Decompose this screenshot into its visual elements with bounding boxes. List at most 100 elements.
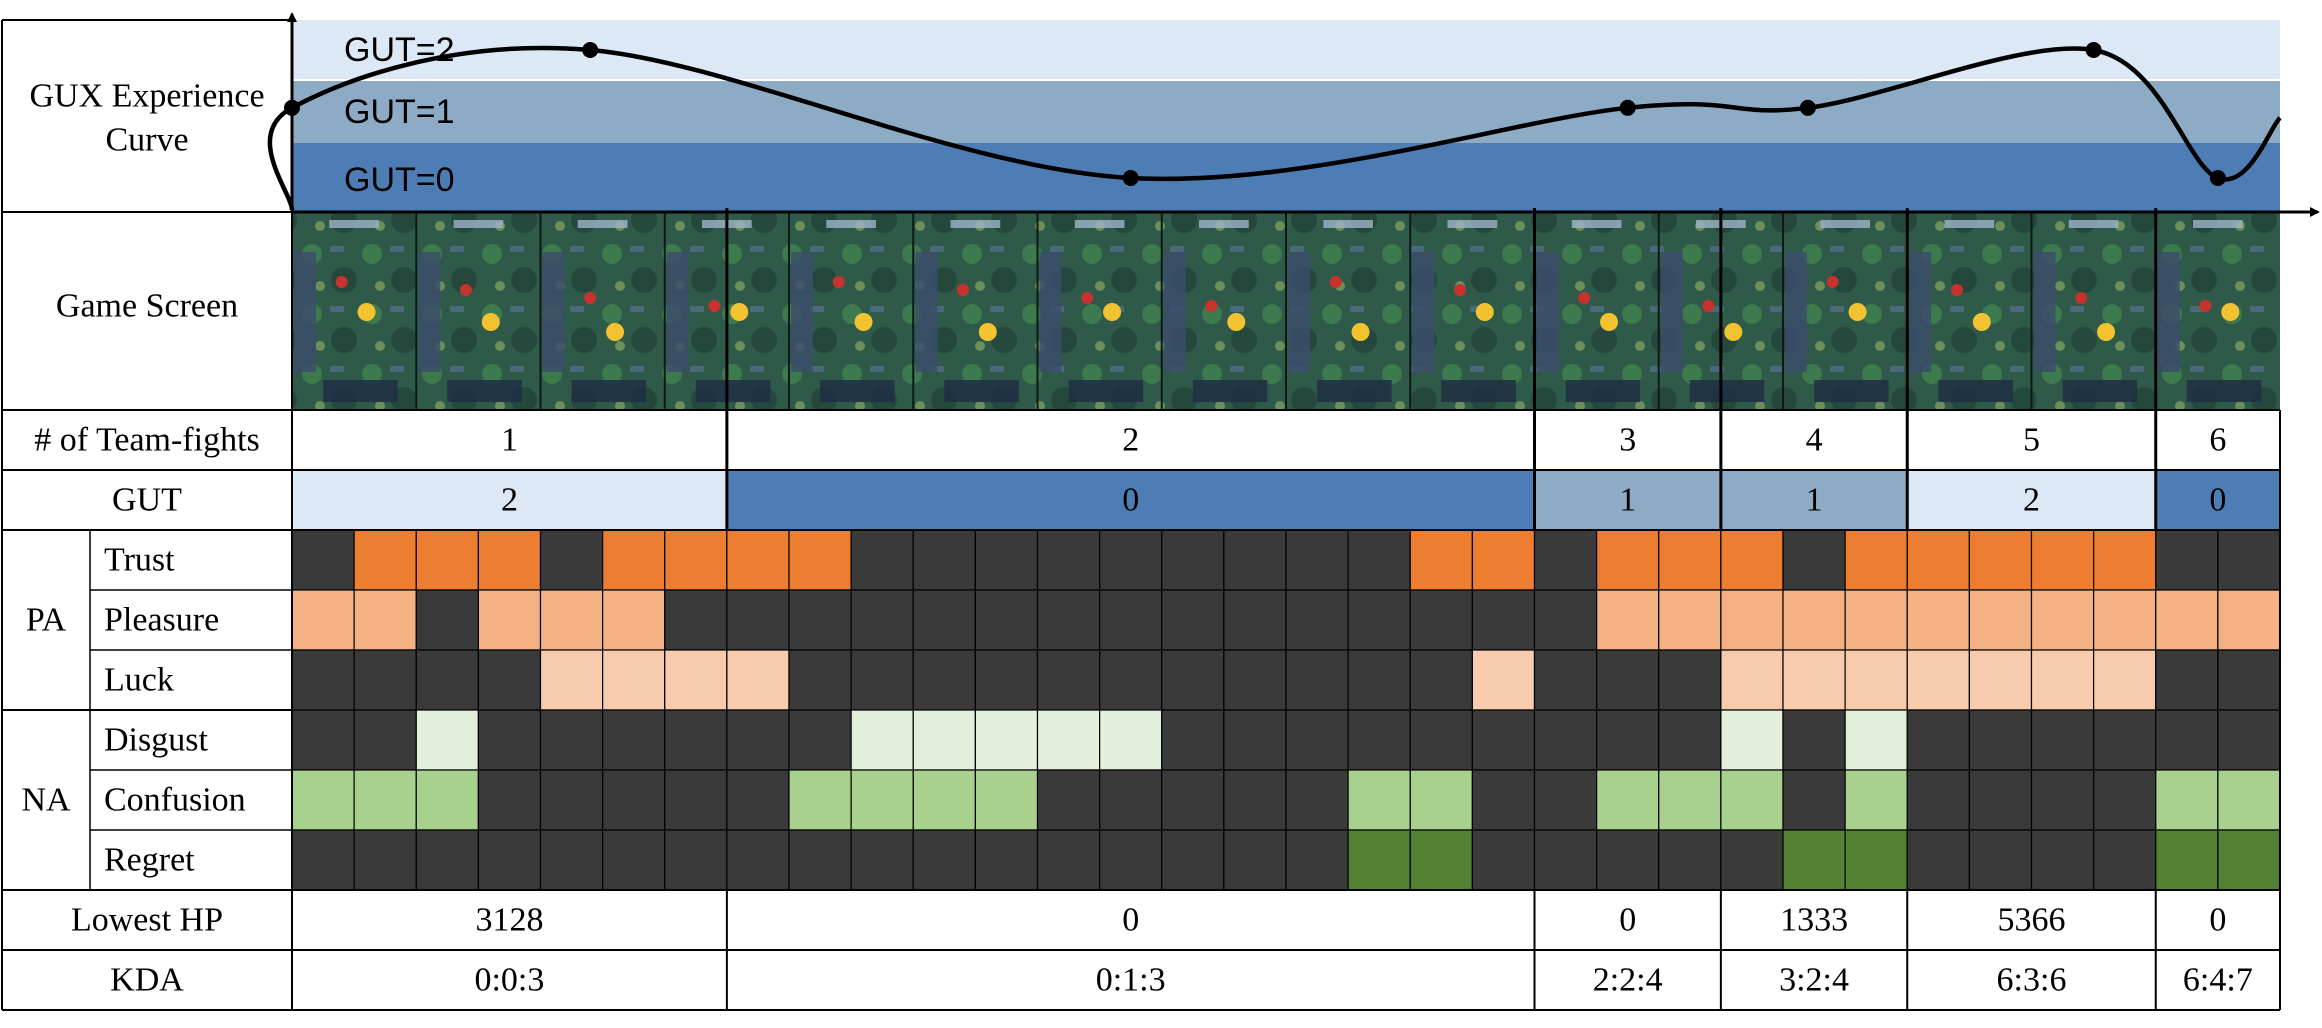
emotion-cell-disgust: [1658, 709, 1722, 771]
screen-row-label: Game Screen: [56, 288, 238, 325]
emotion-cell-disgust: [291, 709, 355, 771]
emotion-cell-disgust: [1844, 709, 1908, 771]
emotion-cell-disgust: [1161, 709, 1225, 771]
emotion-cell-confusion: [1099, 769, 1163, 831]
emotion-cell-disgust: [477, 709, 542, 771]
emotion-cell-confusion: [1968, 769, 2033, 831]
table-lines-layer: [1, 12, 2320, 1011]
emotion-cell-luck: [1285, 649, 1349, 711]
emotion-cell-confusion: [1285, 769, 1349, 831]
experience-curve-line: [267, 45, 2282, 211]
emotion-cell-disgust: [1409, 709, 1473, 771]
emotion-cell-disgust: [2155, 709, 2219, 771]
emotion-cell-confusion: [2093, 769, 2157, 831]
emotion-cell-luck: [850, 649, 914, 711]
emotion-cell-regret: [974, 829, 1039, 891]
emotion-cell-confusion: [1533, 769, 1598, 831]
game-screen-thumbnail: [1036, 212, 1162, 410]
emotion-cell-trust: [1471, 529, 1536, 591]
emotion-cell-disgust: [1720, 709, 1784, 771]
emotion-cell-disgust: [539, 709, 604, 771]
emotion-cell-confusion: [602, 769, 666, 831]
gut-value: 2: [501, 482, 518, 519]
emotion-cell-confusion: [1036, 769, 1101, 831]
emotion-cell-pleasure: [2155, 589, 2219, 651]
gut-cell-bg: [1720, 470, 1908, 530]
emotion-cell-disgust: [1285, 709, 1349, 771]
lowest-hp-value: 0: [2209, 902, 2226, 939]
emotion-cell-trust: [353, 529, 417, 591]
emotion-cell-confusion: [1658, 769, 1722, 831]
emotion-cell-trust: [2093, 529, 2157, 591]
emotion-cell-regret: [477, 829, 542, 891]
curve-point: [2209, 170, 2226, 186]
emotion-cell-luck: [477, 649, 542, 711]
kda-value: 6:3:6: [1997, 962, 2067, 999]
gut-value: 2: [2023, 482, 2040, 519]
emotion-cell-trust: [850, 529, 914, 591]
emotion-cell-luck: [974, 649, 1039, 711]
emotion-cell-confusion: [1471, 769, 1536, 831]
game-screen-thumbnail: [1906, 212, 2032, 410]
emotion-cell-trust: [602, 529, 666, 591]
emotion-cell-pleasure: [1223, 589, 1287, 651]
emotion-cell-confusion: [850, 769, 914, 831]
game-screen-thumbnail: [415, 212, 541, 410]
kda-value: 6:4:7: [2183, 962, 2253, 999]
emotion-cell-trust: [1533, 529, 1598, 591]
gut-band-label: GUT=0: [344, 161, 455, 199]
emotion-cell-trust: [477, 529, 542, 591]
emotion-cell-disgust: [1223, 709, 1287, 771]
emotion-cell-regret: [415, 829, 479, 891]
emotion-row-label: Pleasure: [104, 602, 219, 639]
emotion-cell-confusion: [1161, 769, 1225, 831]
emotion-cell-pleasure: [788, 589, 852, 651]
emotion-cell-luck: [1223, 649, 1287, 711]
emotion-cell-trust: [1223, 529, 1287, 591]
emotion-cell-pleasure: [1533, 589, 1598, 651]
emotion-cell-pleasure: [602, 589, 666, 651]
game-screen-layer: [291, 212, 2280, 410]
emotion-cell-disgust: [602, 709, 666, 771]
emotion-cell-regret: [1968, 829, 2033, 891]
emotion-cell-pleasure: [1658, 589, 1722, 651]
emotion-cell-regret: [2155, 829, 2219, 891]
emotion-cell-confusion: [1720, 769, 1784, 831]
emotion-cell-pleasure: [912, 589, 976, 651]
emotion-cell-disgust: [788, 709, 852, 771]
emotion-cell-trust: [1036, 529, 1101, 591]
emotion-cell-disgust: [726, 709, 790, 771]
emotion-cell-regret: [664, 829, 728, 891]
emotion-cell-pleasure: [1844, 589, 1908, 651]
emotion-cell-pleasure: [1036, 589, 1101, 651]
emotion-cell-regret: [1596, 829, 1660, 891]
emotion-cell-regret: [353, 829, 417, 891]
emotion-cell-pleasure: [974, 589, 1039, 651]
emotion-cell-luck: [2155, 649, 2219, 711]
emotion-cell-pleasure: [2030, 589, 2095, 651]
emotion-cell-luck: [602, 649, 666, 711]
emotion-cell-luck: [2093, 649, 2157, 711]
emotion-cell-regret: [1658, 829, 1722, 891]
emotion-cell-regret: [1533, 829, 1598, 891]
emotion-row-label: Luck: [104, 662, 174, 699]
curve-point: [2085, 42, 2102, 58]
emotion-cell-confusion: [1906, 769, 1970, 831]
lowest-hp-value: 0: [1619, 902, 1636, 939]
team-fight-number: 5: [2023, 422, 2040, 459]
emotion-cell-regret: [1409, 829, 1473, 891]
emotion-cell-regret: [602, 829, 666, 891]
emotion-cell-confusion: [1844, 769, 1908, 831]
experience-curve-layer: [267, 42, 2282, 211]
emotion-cell-regret: [1720, 829, 1784, 891]
game-screen-thumbnail: [2154, 212, 2280, 410]
emotion-cell-pleasure: [1968, 589, 2033, 651]
emotion-cell-disgust: [2217, 709, 2281, 771]
emotion-cell-disgust: [1099, 709, 1163, 771]
emotion-cell-luck: [1844, 649, 1908, 711]
emotion-cell-confusion: [912, 769, 976, 831]
emotion-cell-confusion: [1223, 769, 1287, 831]
kda-row-label: KDA: [110, 962, 184, 999]
emotion-cell-pleasure: [2093, 589, 2157, 651]
